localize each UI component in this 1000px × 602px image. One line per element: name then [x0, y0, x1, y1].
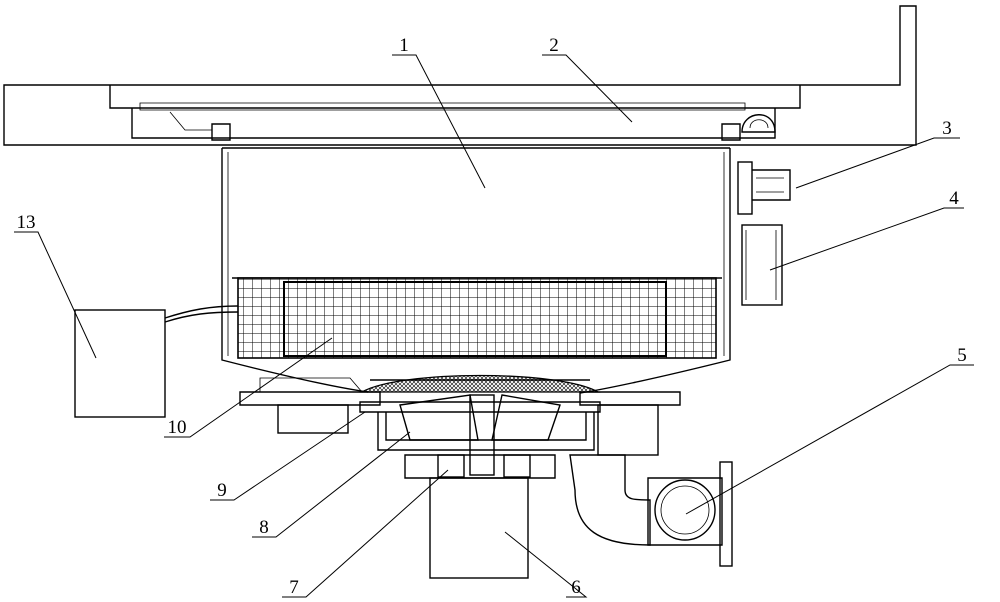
callout-1: 1	[399, 35, 409, 56]
control-box	[75, 306, 238, 417]
mesh-basket	[232, 278, 722, 358]
callout-4: 4	[949, 188, 959, 209]
side-outlet	[738, 162, 790, 305]
callout-3: 3	[942, 118, 952, 139]
callout-8: 8	[259, 517, 269, 538]
drain-dome	[362, 376, 598, 393]
countertop	[4, 6, 916, 145]
callout-2: 2	[549, 35, 559, 56]
callout-5: 5	[957, 345, 967, 366]
callout-7: 7	[289, 577, 299, 598]
callout-9: 9	[217, 480, 227, 501]
callout-6: 6	[571, 577, 581, 598]
impeller	[400, 395, 560, 475]
motor	[405, 455, 555, 578]
callout-13: 13	[17, 212, 36, 233]
callout-10: 10	[168, 417, 187, 438]
